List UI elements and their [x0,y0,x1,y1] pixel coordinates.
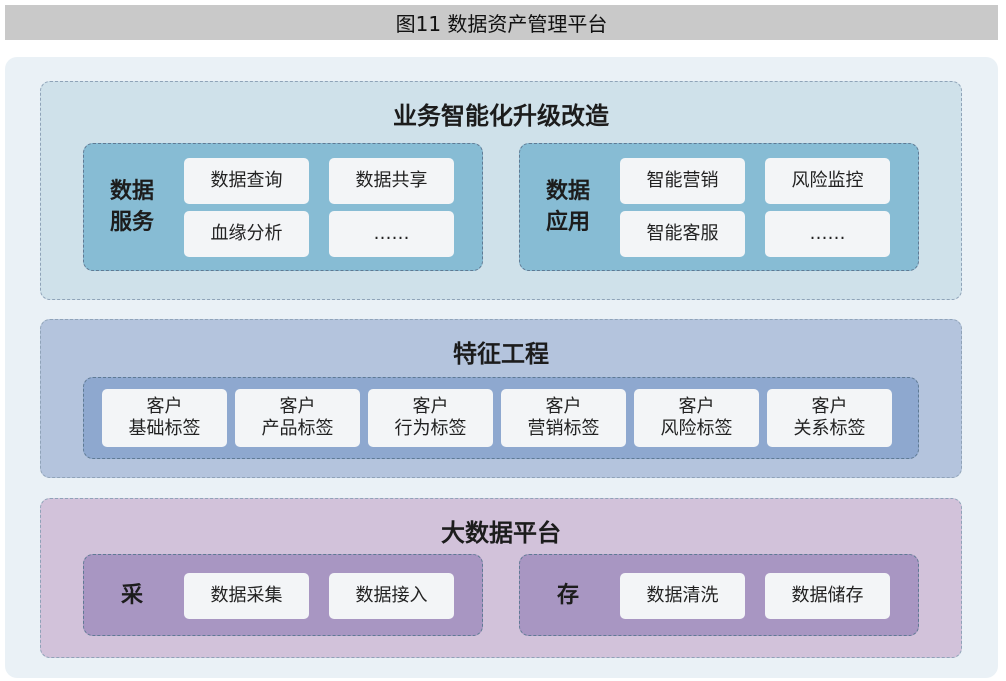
tag-customer-product[interactable]: 客户产品标签 [235,389,360,447]
item-smart-customer-service[interactable]: 智能客服 [620,211,745,257]
group-label-line: 应用 [545,210,590,235]
tag-line: 产品标签 [261,418,334,439]
tag-customer-marketing[interactable]: 客户营销标签 [501,389,626,447]
group-data-service: 数据 服务 数据查询 数据共享 血缘分析 …… [83,143,483,271]
tag-line: 客户 [279,396,316,417]
tag-line: 客户 [146,396,183,417]
tag-line: 客户 [412,396,449,417]
layer-feature-engineering: 特征工程 客户基础标签 客户产品标签 客户行为标签 客户营销标签 客户风险标签 … [40,319,962,478]
tag-line: 客户 [545,396,582,417]
item-lineage-analysis[interactable]: 血缘分析 [184,211,309,257]
group-label-line: 服务 [109,210,154,235]
diagram-canvas: 业务智能化升级改造 数据 服务 数据查询 数据共享 血缘分析 …… 数据 应用 … [5,57,998,678]
group-data-application: 数据 应用 智能营销 风险监控 智能客服 …… [519,143,919,271]
tag-line: 基础标签 [128,418,201,439]
tag-customer-risk[interactable]: 客户风险标签 [634,389,759,447]
layer-business-upgrade: 业务智能化升级改造 数据 服务 数据查询 数据共享 血缘分析 …… 数据 应用 … [40,81,962,300]
tag-customer-behavior[interactable]: 客户行为标签 [368,389,493,447]
group-label-line: 数据 [109,179,154,204]
tag-line: 风险标签 [660,418,733,439]
item-more[interactable]: …… [765,211,890,257]
group-label: 数据 服务 [98,176,166,238]
layer-title: 大数据平台 [441,519,561,547]
item-data-cleansing[interactable]: 数据清洗 [620,573,745,619]
tag-customer-basic[interactable]: 客户基础标签 [102,389,227,447]
group-label: 数据 应用 [534,176,602,238]
figure-title: 图11 数据资产管理平台 [5,5,998,40]
tag-customer-relation[interactable]: 客户关系标签 [767,389,892,447]
group-customer-tags: 客户基础标签 客户产品标签 客户行为标签 客户营销标签 客户风险标签 客户关系标… [83,377,919,459]
group-label-line: 数据 [545,179,590,204]
group-store: 存 数据清洗 数据储存 [519,554,919,636]
group-label: 采 [120,583,143,608]
item-data-storage[interactable]: 数据储存 [765,573,890,619]
item-smart-marketing[interactable]: 智能营销 [620,158,745,204]
item-data-sharing[interactable]: 数据共享 [329,158,454,204]
tag-line: 营销标签 [527,418,600,439]
layer-big-data-platform: 大数据平台 采 数据采集 数据接入 存 数据清洗 数据储存 [40,498,962,658]
tag-line: 关系标签 [793,418,866,439]
item-data-collection[interactable]: 数据采集 [184,573,309,619]
item-risk-monitoring[interactable]: 风险监控 [765,158,890,204]
layer-title: 业务智能化升级改造 [393,102,609,130]
tag-line: 行为标签 [394,418,467,439]
tag-line: 客户 [678,396,715,417]
item-data-ingestion[interactable]: 数据接入 [329,573,454,619]
tag-line: 客户 [811,396,848,417]
item-more[interactable]: …… [329,211,454,257]
item-data-query[interactable]: 数据查询 [184,158,309,204]
layer-title: 特征工程 [453,340,549,368]
group-collect: 采 数据采集 数据接入 [83,554,483,636]
group-label: 存 [556,583,579,608]
